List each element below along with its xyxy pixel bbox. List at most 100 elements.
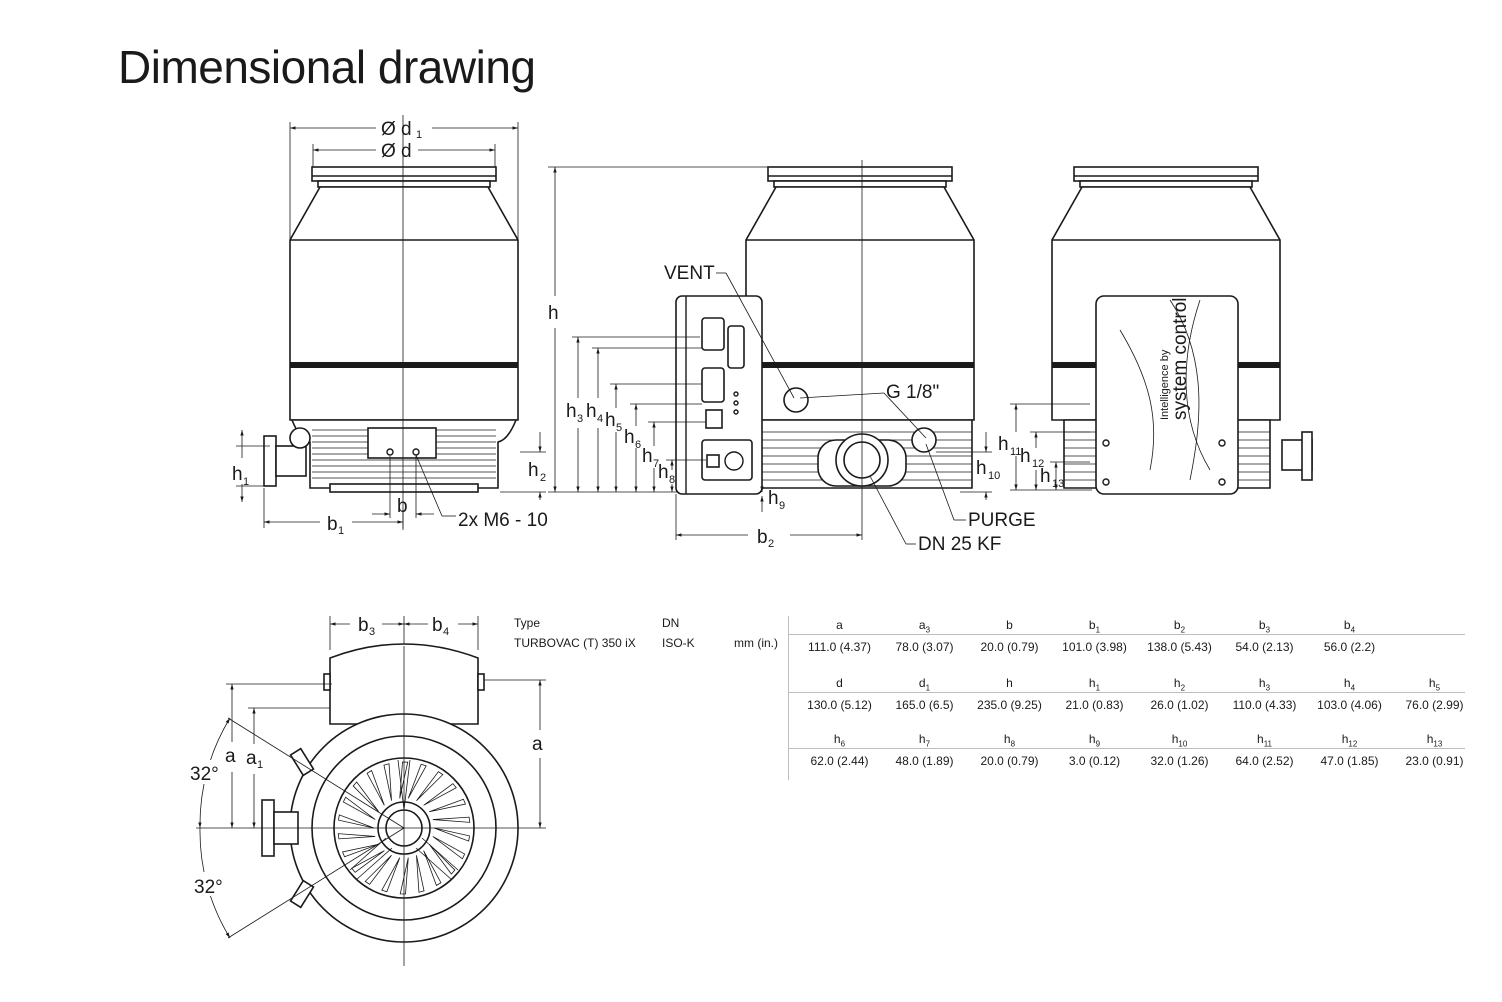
dn-value: ISO-K — [662, 636, 695, 650]
spec-header-cell: d1 — [918, 676, 931, 693]
a-label-left: a — [225, 746, 236, 767]
h-label: h — [548, 303, 559, 324]
angle-bottom-label: 32° — [194, 877, 223, 898]
svg-text:2: 2 — [540, 472, 546, 484]
b-label: b — [397, 496, 408, 517]
col-type-header: Type — [514, 616, 541, 630]
front-view: Ø d 1 Ø d — [232, 115, 548, 537]
spec-header-cell: h1 — [1088, 676, 1101, 693]
rotor-blade — [416, 855, 425, 893]
spec-value-cell: 110.0 (4.33) — [1232, 698, 1297, 712]
spec-value-cell: 101.0 (3.98) — [1062, 640, 1127, 654]
system-control-sub: Intelligence by — [1159, 349, 1171, 420]
rotor-blade — [416, 771, 444, 801]
svg-text:h: h — [976, 458, 987, 479]
rotor-blade — [423, 783, 457, 806]
spec-value-cell: 235.0 (9.25) — [977, 698, 1042, 712]
svg-text:1: 1 — [257, 759, 263, 771]
spec-header-cell: h8 — [1003, 732, 1016, 749]
svg-text:8: 8 — [669, 474, 675, 486]
spec-header-cell: h7 — [918, 732, 931, 749]
rotor-blade — [364, 855, 392, 885]
rotor-blade — [338, 814, 375, 829]
svg-text:h: h — [586, 401, 597, 422]
svg-text:3: 3 — [577, 413, 583, 425]
spec-header-cell: h5 — [1428, 676, 1441, 693]
spec-header-cell: b3 — [1258, 618, 1271, 635]
svg-text:h: h — [566, 401, 577, 422]
spec-value-cell: 62.0 (2.44) — [810, 754, 869, 768]
spec-value-cell: 111.0 (4.37) — [808, 640, 871, 654]
spec-value-cell: 21.0 (0.83) — [1065, 698, 1124, 712]
spec-header-cell: h3 — [1258, 676, 1271, 693]
m6-label: 2x M6 - 10 — [458, 510, 548, 531]
angle-top-label: 32° — [190, 764, 219, 785]
svg-text:h: h — [605, 410, 616, 431]
spec-value-cell: 3.0 (0.12) — [1068, 754, 1121, 768]
purge-label: PURGE — [968, 510, 1036, 531]
spec-value-cell: 138.0 (5.43) — [1147, 640, 1212, 654]
svg-text:10: 10 — [988, 470, 1000, 482]
svg-text:3: 3 — [369, 626, 375, 638]
dn25kf-label: DN 25 KF — [918, 534, 1001, 555]
rotor-blade — [381, 857, 401, 893]
svg-text:h: h — [624, 427, 635, 448]
svg-text:b: b — [358, 615, 369, 636]
spec-value-cell: 64.0 (2.52) — [1235, 754, 1294, 768]
spec-value-cell: 54.0 (2.13) — [1235, 640, 1294, 654]
system-control-brand: system control — [1170, 298, 1191, 420]
svg-text:h: h — [1020, 446, 1031, 467]
spec-header-cell: h11 — [1257, 732, 1272, 749]
spec-value-cell: 130.0 (5.12) — [807, 698, 872, 712]
svg-text:b: b — [432, 615, 443, 636]
spec-value-row: 111.0 (4.37)78.0 (3.07)20.0 (0.79)101.0 … — [789, 638, 1465, 656]
spec-value-cell: 47.0 (1.85) — [1320, 754, 1379, 768]
spec-value-row: 130.0 (5.12) 165.0 (6.5) 235.0 (9.25) 21.0 … — [789, 696, 1465, 714]
a-label-right: a — [532, 734, 543, 755]
svg-text:4: 4 — [443, 626, 449, 638]
svg-text:11: 11 — [1010, 446, 1021, 458]
svg-text:h: h — [642, 446, 653, 467]
d-label: Ø d — [381, 141, 412, 162]
svg-text:4: 4 — [597, 413, 603, 425]
svg-text:12: 12 — [1032, 458, 1044, 470]
spec-header-cell: d — [836, 676, 843, 690]
spec-header-cell: h4 — [1343, 676, 1356, 693]
spec-value-cell: 165.0 (6.5) — [895, 698, 954, 712]
spec-value-cell: 26.0 (1.02) — [1150, 698, 1209, 712]
rotor-blade — [423, 850, 442, 887]
spec-value-row: 62.0 (2.44)48.0 (1.89)20.0 (0.79)3.0 (0.… — [789, 752, 1465, 770]
d1-label: Ø d — [381, 119, 412, 140]
spec-header-cell: b1 — [1088, 618, 1101, 635]
svg-text:13: 13 — [1052, 478, 1064, 490]
rotor-blade — [351, 850, 385, 873]
svg-text:6: 6 — [635, 439, 641, 451]
unit-value: mm (in.) — [734, 636, 778, 650]
spec-header-cell: a3 — [918, 618, 931, 635]
svg-text:1: 1 — [338, 525, 344, 537]
svg-text:b: b — [757, 527, 768, 548]
type-value: TURBOVAC (T) 350 iX — [514, 636, 636, 650]
spec-header-cell: h10 — [1171, 732, 1188, 749]
rotor-blade — [366, 769, 385, 806]
svg-text:1: 1 — [416, 129, 422, 141]
rotor-blade — [432, 836, 466, 860]
spec-value-cell: 20.0 (0.79) — [980, 754, 1039, 768]
spec-header-cell: h — [1006, 676, 1013, 690]
col-dn-header: DN — [662, 616, 680, 630]
svg-text:h: h — [528, 460, 539, 481]
svg-text:5: 5 — [616, 422, 622, 434]
rotor-blade — [341, 843, 379, 858]
svg-text:1: 1 — [243, 476, 249, 488]
spec-header-cell: h6 — [833, 732, 846, 749]
spec-value-cell: 32.0 (1.26) — [1150, 754, 1209, 768]
spec-header-cell: b — [1006, 618, 1013, 632]
rotor-blade — [429, 798, 467, 813]
